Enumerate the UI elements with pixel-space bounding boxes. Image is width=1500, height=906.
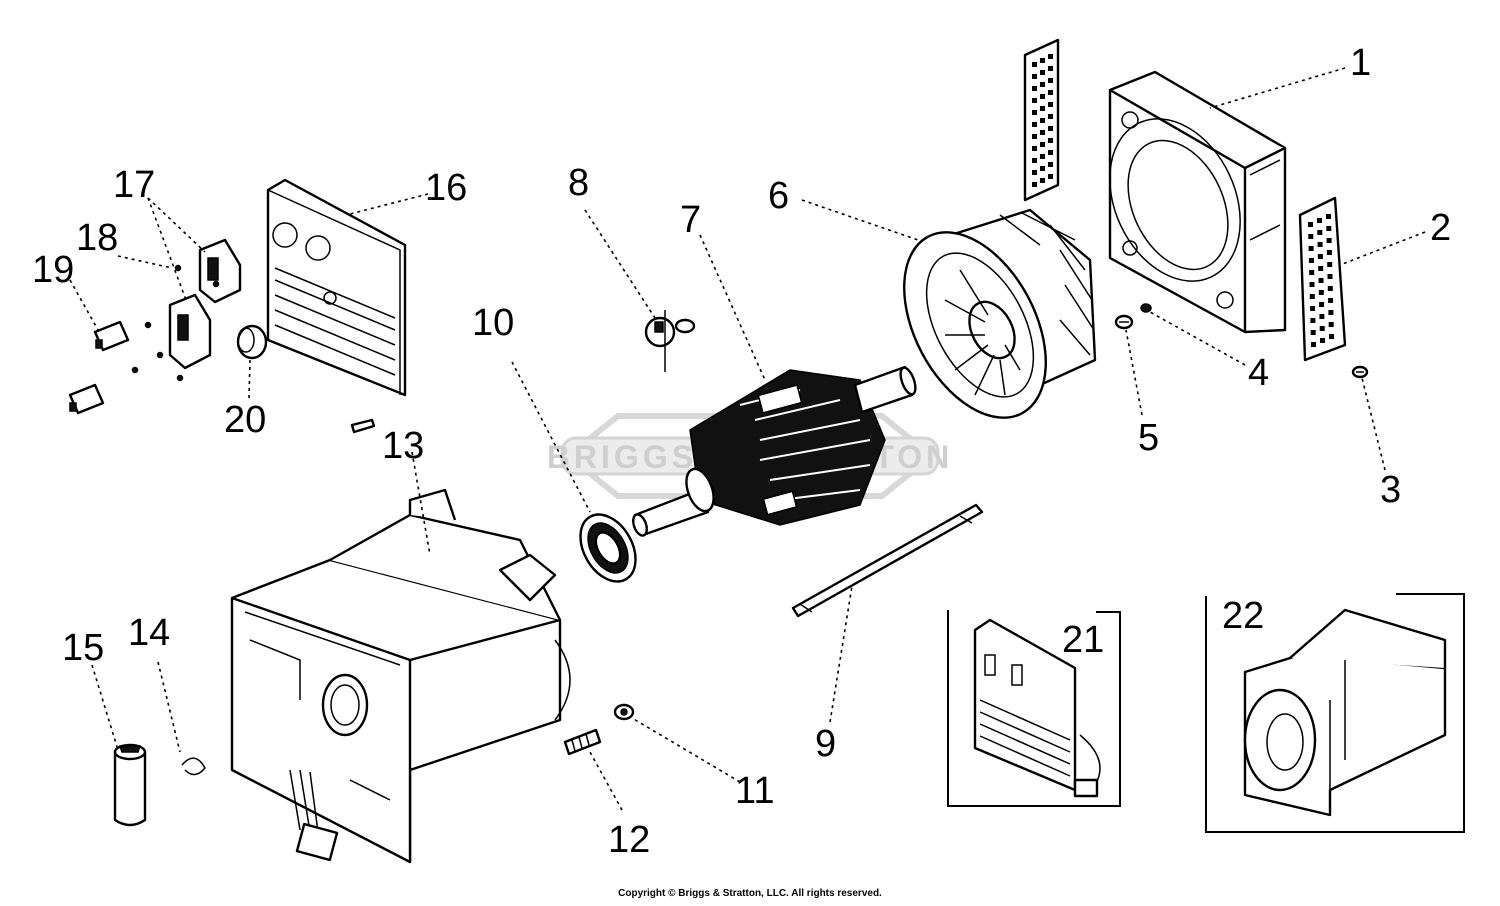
callout-19: 19	[32, 249, 74, 291]
part-9-through-bolt	[791, 503, 984, 618]
part-12-stud	[563, 728, 602, 756]
part-2-grille-plate	[1023, 38, 1347, 362]
part-3-screw	[1351, 365, 1369, 379]
part-4-nut	[1140, 303, 1152, 313]
part-6-fan	[903, 208, 1097, 419]
part-11-nut	[613, 703, 635, 721]
callout-labels: 1 2 3 4 5 6 7 8 9 10 11 12 13 14 15 16 1…	[32, 42, 1451, 861]
part-5-screw	[1114, 314, 1134, 330]
copyright-notice: Copyright © Briggs & Stratton, LLC. All …	[618, 888, 882, 899]
callout-8: 8	[568, 162, 589, 204]
part-15-capacitor	[113, 743, 147, 827]
part-14-clip	[181, 757, 206, 776]
callout-21: 21	[1062, 619, 1104, 661]
callout-18: 18	[76, 217, 118, 259]
part-7-rotor	[632, 365, 917, 537]
callout-20: 20	[224, 399, 266, 441]
part-17-receptacle	[168, 238, 242, 370]
callout-9: 9	[815, 723, 836, 765]
callout-14: 14	[128, 612, 170, 654]
callout-15: 15	[62, 627, 104, 669]
callout-5: 5	[1138, 417, 1159, 459]
callout-13: 13	[382, 425, 424, 467]
callout-12: 12	[608, 819, 650, 861]
callout-2: 2	[1430, 207, 1451, 249]
part-10-bearing	[579, 513, 637, 583]
part-8-brush-holder	[644, 310, 696, 372]
callout-22: 22	[1222, 595, 1264, 637]
part-1-rear-housing	[1108, 70, 1287, 334]
part-13-stator-housing	[230, 488, 571, 864]
part-16-control-panel	[266, 178, 407, 434]
part-19-switch	[68, 320, 130, 415]
callout-10: 10	[472, 302, 514, 344]
exploded-parts-diagram: 1 2 3 4 5 6 7 8 9 10 11 12 13 14 15 16 1…	[32, 38, 1465, 864]
callout-17: 17	[113, 164, 155, 206]
callout-7: 7	[680, 199, 701, 241]
callout-4: 4	[1248, 352, 1269, 394]
callout-11: 11	[735, 770, 774, 812]
inset-22-stator-assembly	[1205, 593, 1465, 833]
callout-3: 3	[1380, 469, 1401, 511]
callout-1: 1	[1350, 42, 1371, 84]
leader-lines	[69, 67, 1426, 811]
callout-6: 6	[768, 175, 789, 217]
inset-21-control-panel-assembly	[947, 610, 1121, 807]
callout-16: 16	[425, 167, 467, 209]
part-18-screws	[131, 264, 220, 382]
part-20-knob	[236, 324, 268, 360]
